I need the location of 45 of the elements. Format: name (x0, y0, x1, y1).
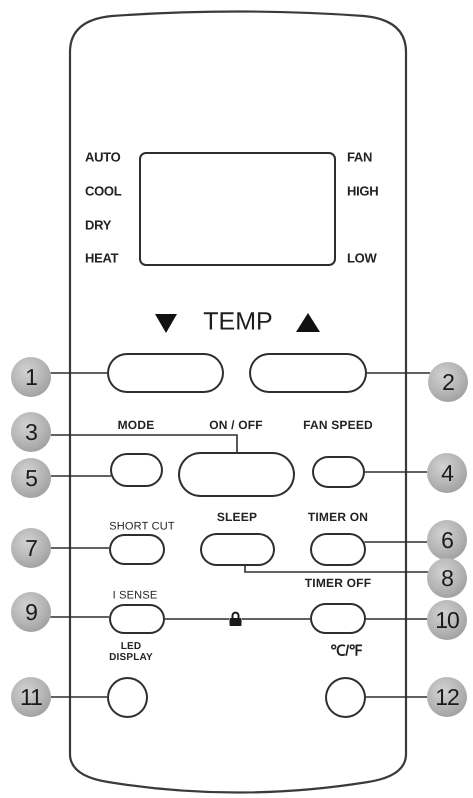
leader-line (365, 471, 428, 473)
indicator-label: FAN (347, 150, 372, 164)
leader-line (51, 696, 107, 698)
button-label: SLEEP (216, 510, 258, 524)
leader-line (50, 616, 110, 618)
callout-number: 8 (427, 558, 467, 598)
button-label: TIMER ON (308, 510, 368, 524)
leader-line (366, 696, 427, 698)
indicator-label: COOL (85, 184, 122, 198)
indicator-label: DRY (85, 218, 112, 232)
callout-number: 5 (11, 458, 51, 498)
temperature-label: TEMP (203, 310, 273, 334)
leader-line (364, 541, 428, 543)
indicator-label: LOW (347, 250, 376, 266)
button-label: TIMER OFF (304, 576, 372, 590)
callout-number: 9 (11, 592, 51, 632)
leader-line (50, 434, 238, 452)
connector-line (165, 618, 310, 620)
callout-number: 3 (11, 412, 51, 452)
leader-line (366, 618, 428, 620)
leader-line (367, 372, 430, 374)
button-label: ℃/℉ (330, 642, 362, 660)
callout-number: 12 (427, 677, 467, 717)
remote-button (107, 353, 224, 393)
leader-line (50, 475, 112, 477)
button-label: ON / OFF (209, 418, 263, 432)
callout-number: 6 (427, 520, 467, 560)
callout-number: 1 (11, 357, 51, 397)
button-label: I SENSE (112, 590, 158, 602)
callout-number: 10 (427, 600, 467, 640)
leader-line (51, 547, 110, 549)
remote-button (249, 353, 367, 393)
button-label: FAN SPEED (303, 418, 373, 432)
button-label: MODE (118, 418, 154, 432)
leader-line (50, 372, 107, 374)
callout-number: 7 (11, 528, 51, 568)
button-label: LED DISPLAY (108, 641, 154, 663)
indicator-label: HIGH (347, 184, 378, 198)
indicator-label: AUTO (85, 150, 120, 164)
callout-number: 11 (11, 677, 51, 717)
callout-number: 2 (428, 362, 468, 402)
leader-line (244, 566, 428, 573)
callout-number: 4 (427, 453, 467, 493)
button-label: SHORT CUT (109, 520, 175, 534)
indicator-label: HEAT (85, 250, 118, 266)
